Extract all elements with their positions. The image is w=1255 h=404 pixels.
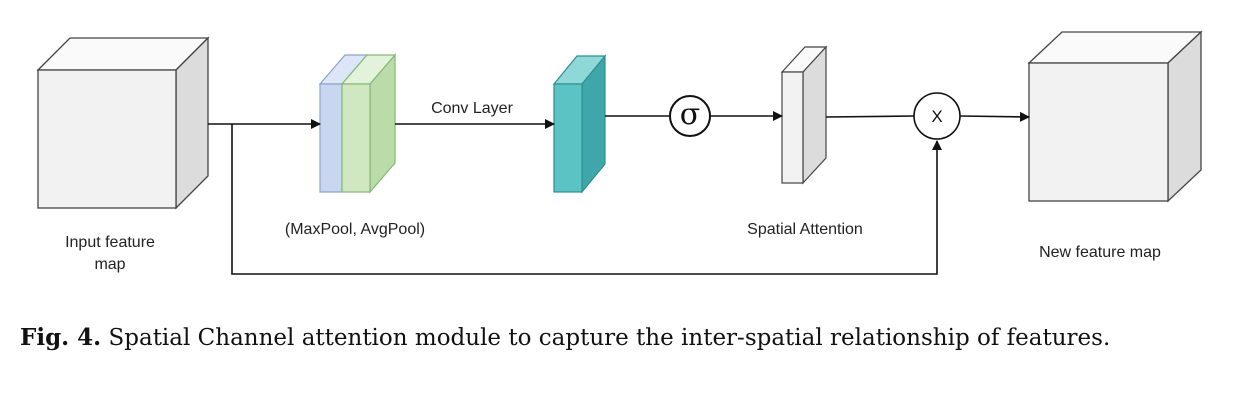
spatial-to-multiply-line	[825, 115, 915, 118]
input-feature-cube	[36, 36, 210, 210]
multiply-to-output-arrow	[959, 111, 1030, 122]
multiply-symbol: X	[931, 107, 942, 126]
sigma-symbol: σ	[680, 97, 700, 132]
spatial-attention-diagram: σ X Conv Layer	[36, 30, 1203, 275]
output-feature-cube	[1027, 30, 1203, 203]
multiply-node: X	[913, 92, 961, 140]
input-feature-map-label: Input feature map	[65, 234, 155, 273]
pool-label: (MaxPool, AvgPool)	[284, 221, 426, 238]
sigmoid-node: σ	[669, 95, 711, 137]
caption-text: Spatial Channel attention module to capt…	[101, 325, 1111, 351]
skip-connection	[231, 124, 942, 275]
avgpool-block	[340, 53, 397, 194]
conv-output-block	[552, 54, 607, 194]
figure-number: Fig. 4.	[20, 324, 102, 351]
figure-caption: Fig. 4. Spatial Channel attention module…	[20, 322, 1235, 354]
spatial-attention-label: Spatial Attention	[747, 221, 863, 238]
conv-layer-label: Conv Layer	[431, 100, 513, 117]
new-feature-map-label: New feature map	[1039, 244, 1161, 261]
spatial-attention-block	[780, 45, 828, 185]
